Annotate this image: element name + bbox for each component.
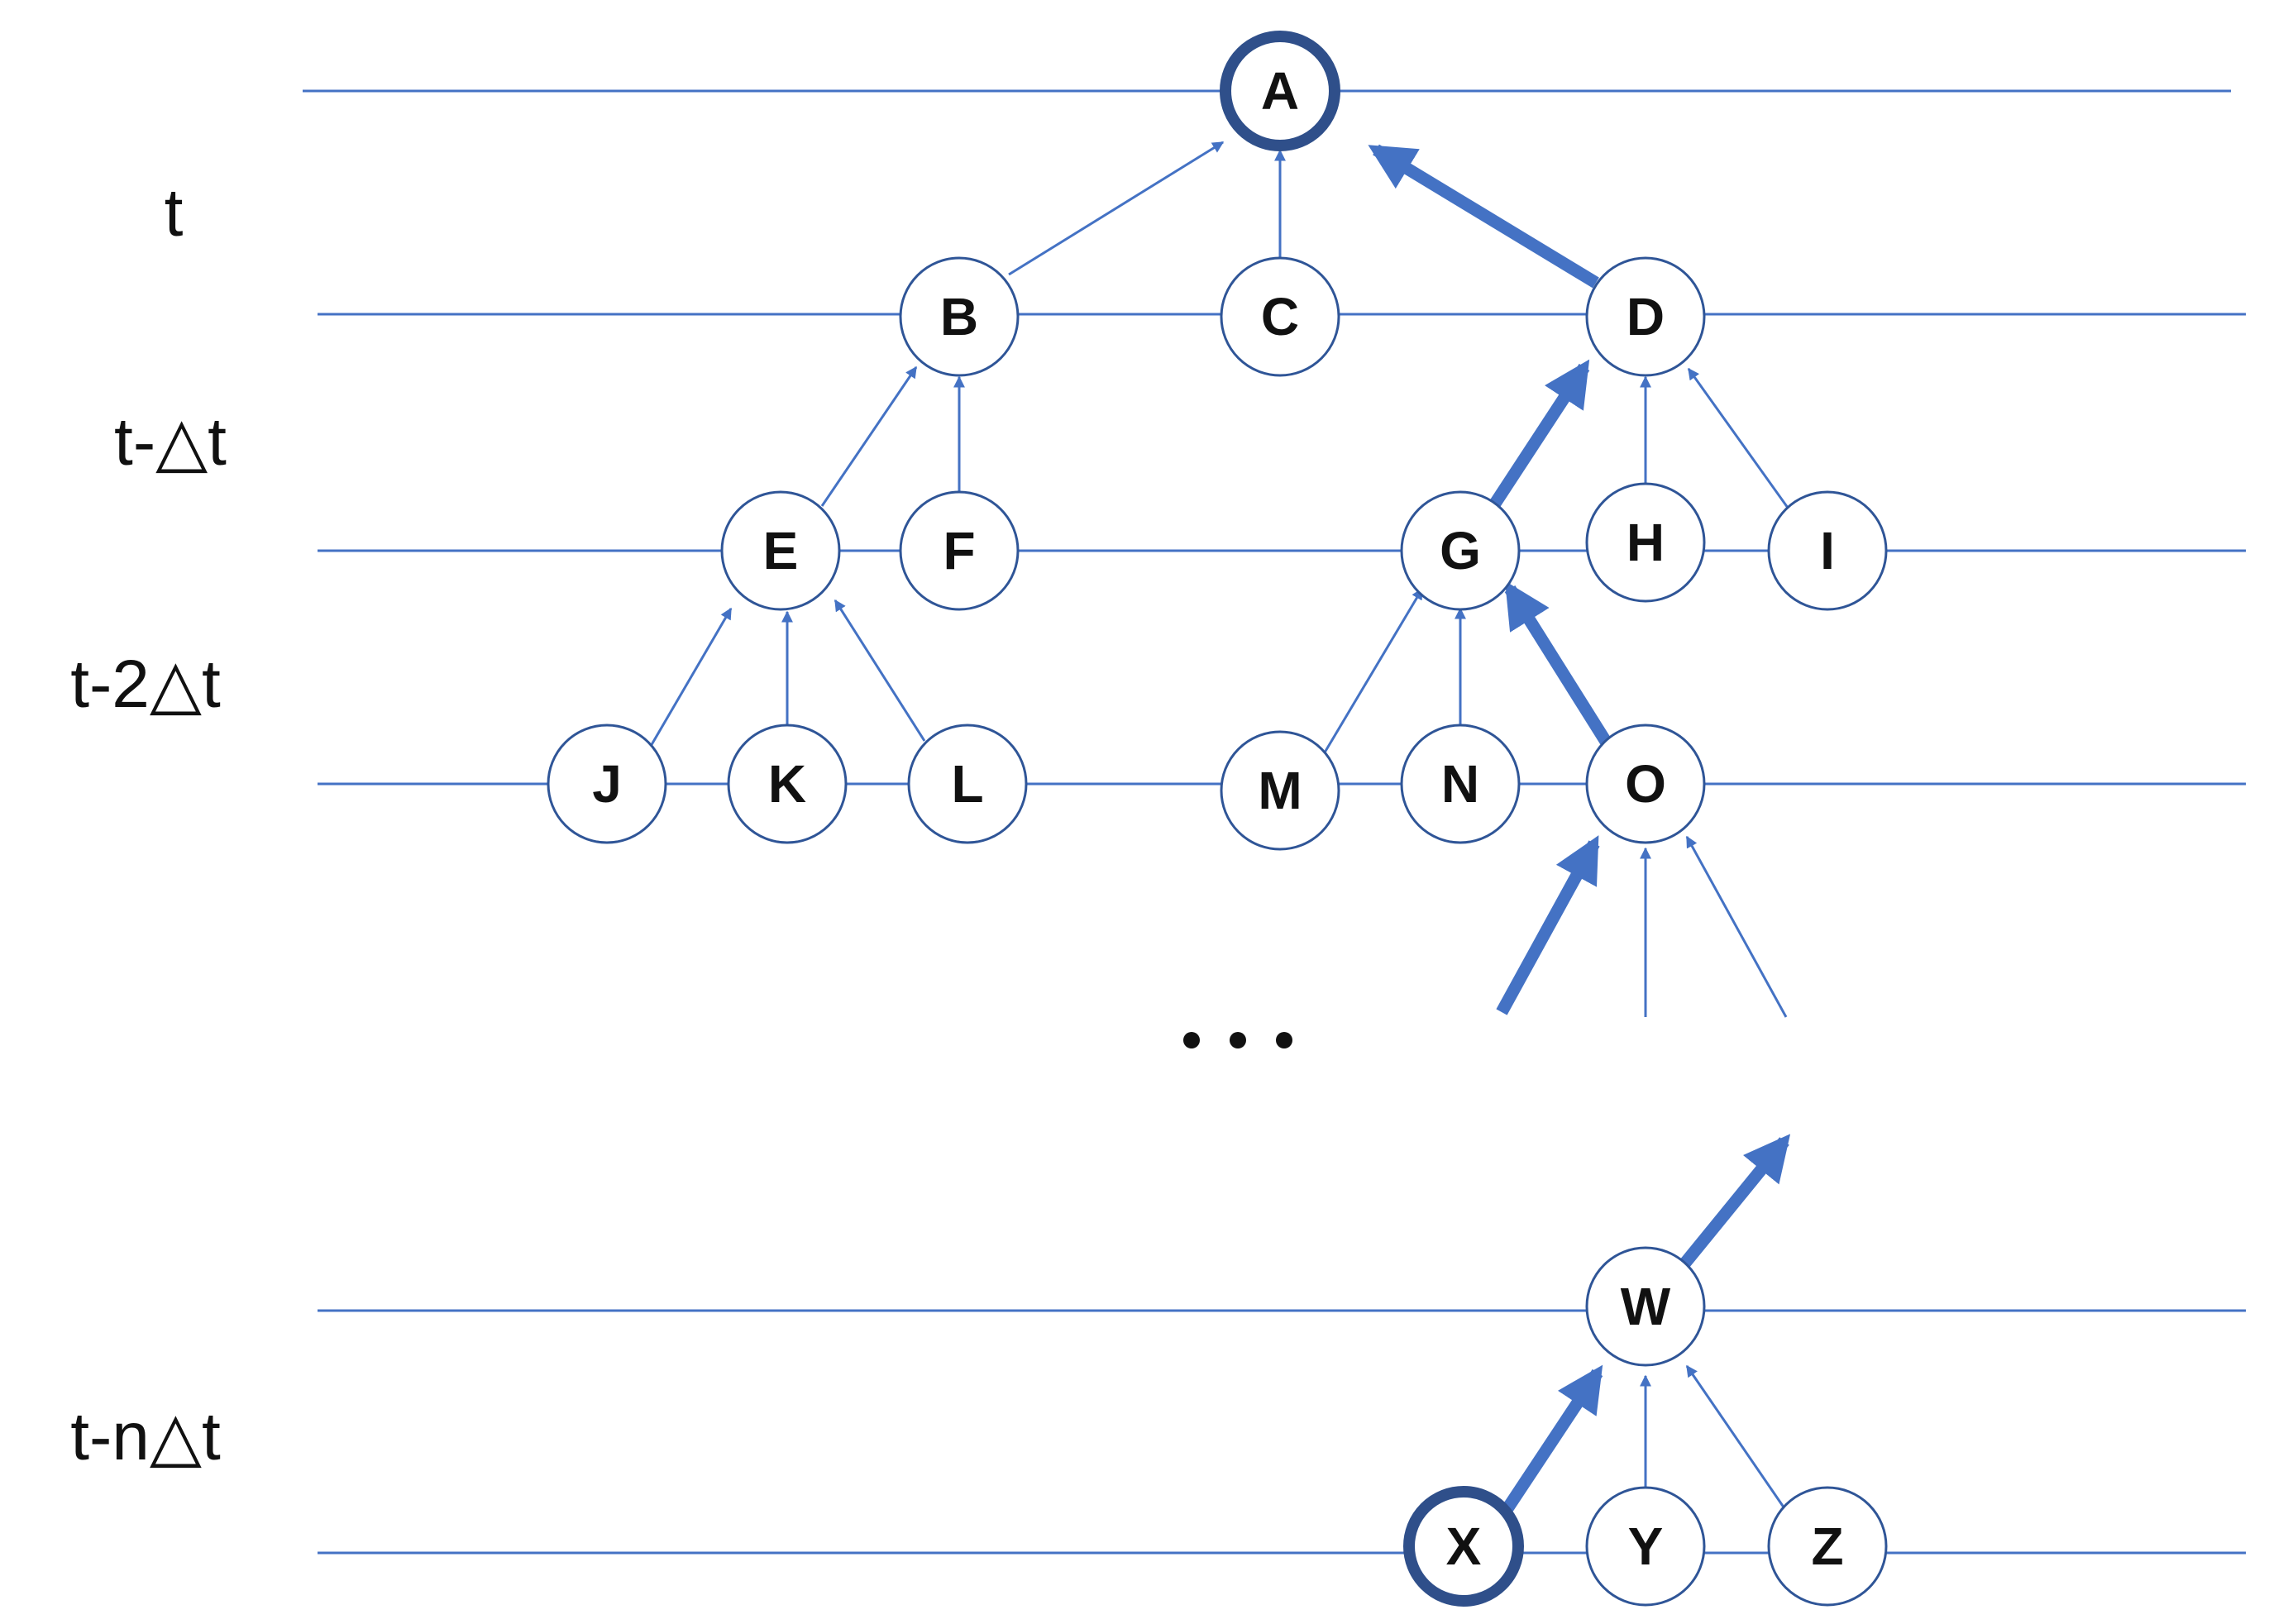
node-x: X [1403, 1486, 1524, 1607]
node-a-label: A [1261, 61, 1299, 121]
node-g-label: G [1440, 521, 1481, 580]
edge-o-continuation-bold [1496, 835, 1600, 1015]
ellipsis-icon [1183, 1032, 1292, 1048]
node-x-label: X [1446, 1517, 1482, 1576]
node-o-label: O [1625, 754, 1666, 814]
time-label-t: t [165, 175, 184, 251]
edge-x-w [1498, 1364, 1603, 1519]
node-m: M [1220, 730, 1340, 851]
node-y: Y [1585, 1486, 1706, 1607]
node-e-label: E [763, 521, 799, 580]
node-b: B [899, 256, 1020, 377]
node-w-label: W [1621, 1277, 1671, 1336]
time-label-t-minus-2dt: t-2△t [70, 647, 221, 722]
node-c: C [1220, 256, 1340, 377]
node-n: N [1400, 724, 1521, 844]
edge-d-a [1368, 144, 1599, 289]
time-label-t-minus-ndt: t-n△t [70, 1399, 221, 1474]
edge-g-d [1488, 359, 1590, 510]
node-d-label: D [1627, 287, 1665, 346]
edge-i-d [1687, 367, 1789, 509]
node-c-label: C [1261, 287, 1299, 346]
bold-edges [1368, 144, 1791, 1519]
edge-m-g [1323, 587, 1424, 753]
edge-e-b [820, 365, 918, 507]
node-h: H [1585, 482, 1706, 603]
node-n-label: N [1441, 754, 1479, 814]
node-d: D [1585, 256, 1706, 377]
node-g: G [1400, 490, 1521, 611]
thin-edges [648, 141, 1789, 1514]
nodes: A B C D E F G H [547, 31, 1888, 1607]
node-o: O [1585, 724, 1706, 844]
node-a: A [1220, 31, 1340, 151]
node-i: I [1767, 490, 1888, 611]
node-l-label: L [951, 754, 983, 814]
node-e: E [720, 490, 841, 611]
edge-o-g [1504, 580, 1613, 748]
node-k: K [727, 724, 848, 844]
node-h-label: H [1627, 513, 1665, 572]
node-y-label: Y [1628, 1517, 1664, 1576]
node-b-label: B [940, 287, 978, 346]
edge-o-continuation-right [1685, 835, 1788, 1018]
node-l: L [907, 724, 1028, 844]
node-j-label: J [592, 754, 622, 814]
edge-w-continuation-bold [1670, 1134, 1791, 1279]
edge-b-a [1008, 141, 1225, 276]
node-m-label: M [1258, 761, 1302, 820]
node-w: W [1585, 1246, 1706, 1367]
node-z: Z [1767, 1486, 1888, 1607]
node-i-label: I [1820, 521, 1835, 580]
node-k-label: K [768, 754, 806, 814]
time-labels: t t-△t t-2△t t-n△t [70, 175, 227, 1474]
node-z-label: Z [1811, 1517, 1843, 1576]
node-f: F [899, 490, 1020, 611]
node-j: J [547, 724, 667, 844]
edge-z-w [1685, 1364, 1789, 1514]
time-label-t-minus-dt: t-△t [114, 404, 227, 480]
node-f-label: F [943, 521, 975, 580]
edge-j-e [648, 607, 733, 748]
edge-l-e [834, 599, 926, 742]
